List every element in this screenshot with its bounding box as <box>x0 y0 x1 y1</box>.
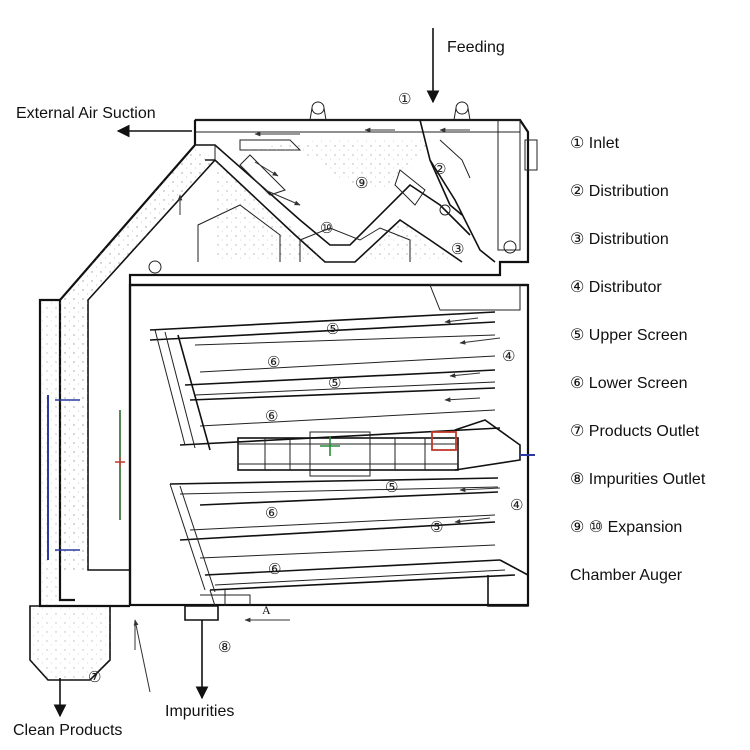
lower-screen-deck <box>169 477 516 593</box>
vibrator-motor <box>237 419 521 477</box>
legend: ① Inlet ② Distribution ③ Distribution ④ Dis… <box>570 135 706 584</box>
machine-body: A <box>29 101 538 693</box>
impurities-flow: Impurities <box>165 620 234 720</box>
hopper-middle <box>299 227 411 262</box>
callout-7: ⑦ <box>88 668 101 686</box>
external-air-flow: External Air Suction <box>16 105 192 138</box>
external-air-label: External Air Suction <box>16 105 156 122</box>
callout-6-upper-b: ⑥ <box>265 407 278 425</box>
callouts: ① ② ③ ⑨ ⑩ ⑤ ⑥ ⑤ ⑥ ④ ⑤ ⑥ ⑤ ④ ⑥ ⑧ ⑦ <box>88 90 523 686</box>
feed-inlet <box>419 119 496 263</box>
callout-4-upper: ④ <box>502 347 515 365</box>
feeding-label: Feeding <box>447 39 505 56</box>
baffle-left <box>239 154 286 196</box>
legend-item: ⑧ Impurities Outlet <box>570 471 706 488</box>
lifting-lugs <box>148 101 517 274</box>
top-duct <box>194 119 521 133</box>
callout-2: ② <box>433 160 446 178</box>
clean-products-label: Clean Products <box>13 722 122 739</box>
callout-6-lower-a: ⑥ <box>265 504 278 522</box>
inlet-flange <box>524 139 538 171</box>
chamber-auger-trough <box>487 559 529 607</box>
callout-8: ⑧ <box>218 638 231 656</box>
feeding-flow: Feeding <box>426 28 505 104</box>
callout-10: ⑩ <box>320 219 333 237</box>
legend-item: ⑥ Lower Screen <box>570 375 688 392</box>
callout-5-upper-a: ⑤ <box>326 320 339 338</box>
callout-5-upper-b: ⑤ <box>328 374 341 392</box>
expansion-dust <box>215 160 455 262</box>
legend-item: Chamber Auger <box>570 567 683 584</box>
air-duct-dust <box>60 145 215 570</box>
legend-item: ⑦ Products Outlet <box>570 423 700 440</box>
expansion-chamber-upper-wall <box>196 144 471 246</box>
legend-item: ⑨ ⑩ Expansion <box>570 519 682 536</box>
distribution-flap <box>429 159 463 216</box>
clean-products-flow: Clean Products <box>13 678 122 739</box>
distributor-box <box>429 284 521 311</box>
baffle-right <box>394 169 426 206</box>
impurities-outlet <box>184 605 219 621</box>
callout-5-lower-b: ⑤ <box>430 518 443 536</box>
motor-red-marker <box>431 431 457 451</box>
hopper-left <box>197 204 281 262</box>
internal-flow-arrows <box>133 127 501 693</box>
legend-item: ⑤ Upper Screen <box>570 327 688 344</box>
flap-pivot <box>439 204 451 216</box>
expansion-housing <box>128 118 530 606</box>
section-mark: A <box>262 603 271 617</box>
callout-5-lower-a: ⑤ <box>385 478 398 496</box>
upper-screen-deck <box>149 311 501 451</box>
callout-6-lower-b: ⑥ <box>268 560 281 578</box>
legend-item: ④ Distributor <box>570 279 662 296</box>
impurities-label: Impurities <box>165 703 234 720</box>
legend-item: ② Distribution <box>570 183 669 200</box>
callout-6-upper-a: ⑥ <box>267 353 280 371</box>
legend-item: ① Inlet <box>570 135 620 152</box>
feed-channel <box>497 119 521 251</box>
legend-item: ③ Distribution <box>570 231 669 248</box>
callout-9: ⑨ <box>355 174 368 192</box>
callout-3: ③ <box>451 240 464 258</box>
callout-1: ① <box>398 90 411 108</box>
callout-4-lower: ④ <box>510 496 523 514</box>
